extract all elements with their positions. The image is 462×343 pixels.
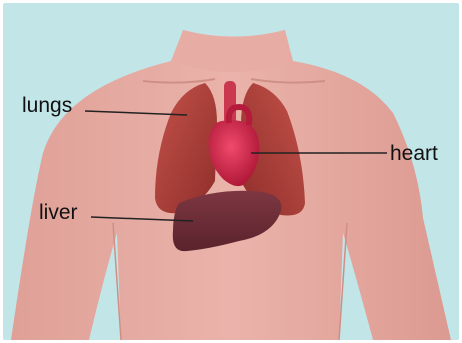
label-liver: liver	[39, 202, 78, 223]
label-heart: heart	[390, 143, 438, 164]
label-lungs: lungs	[22, 95, 72, 116]
diagram-frame: lungs heart liver	[3, 3, 459, 340]
anatomy-illustration	[3, 3, 459, 340]
